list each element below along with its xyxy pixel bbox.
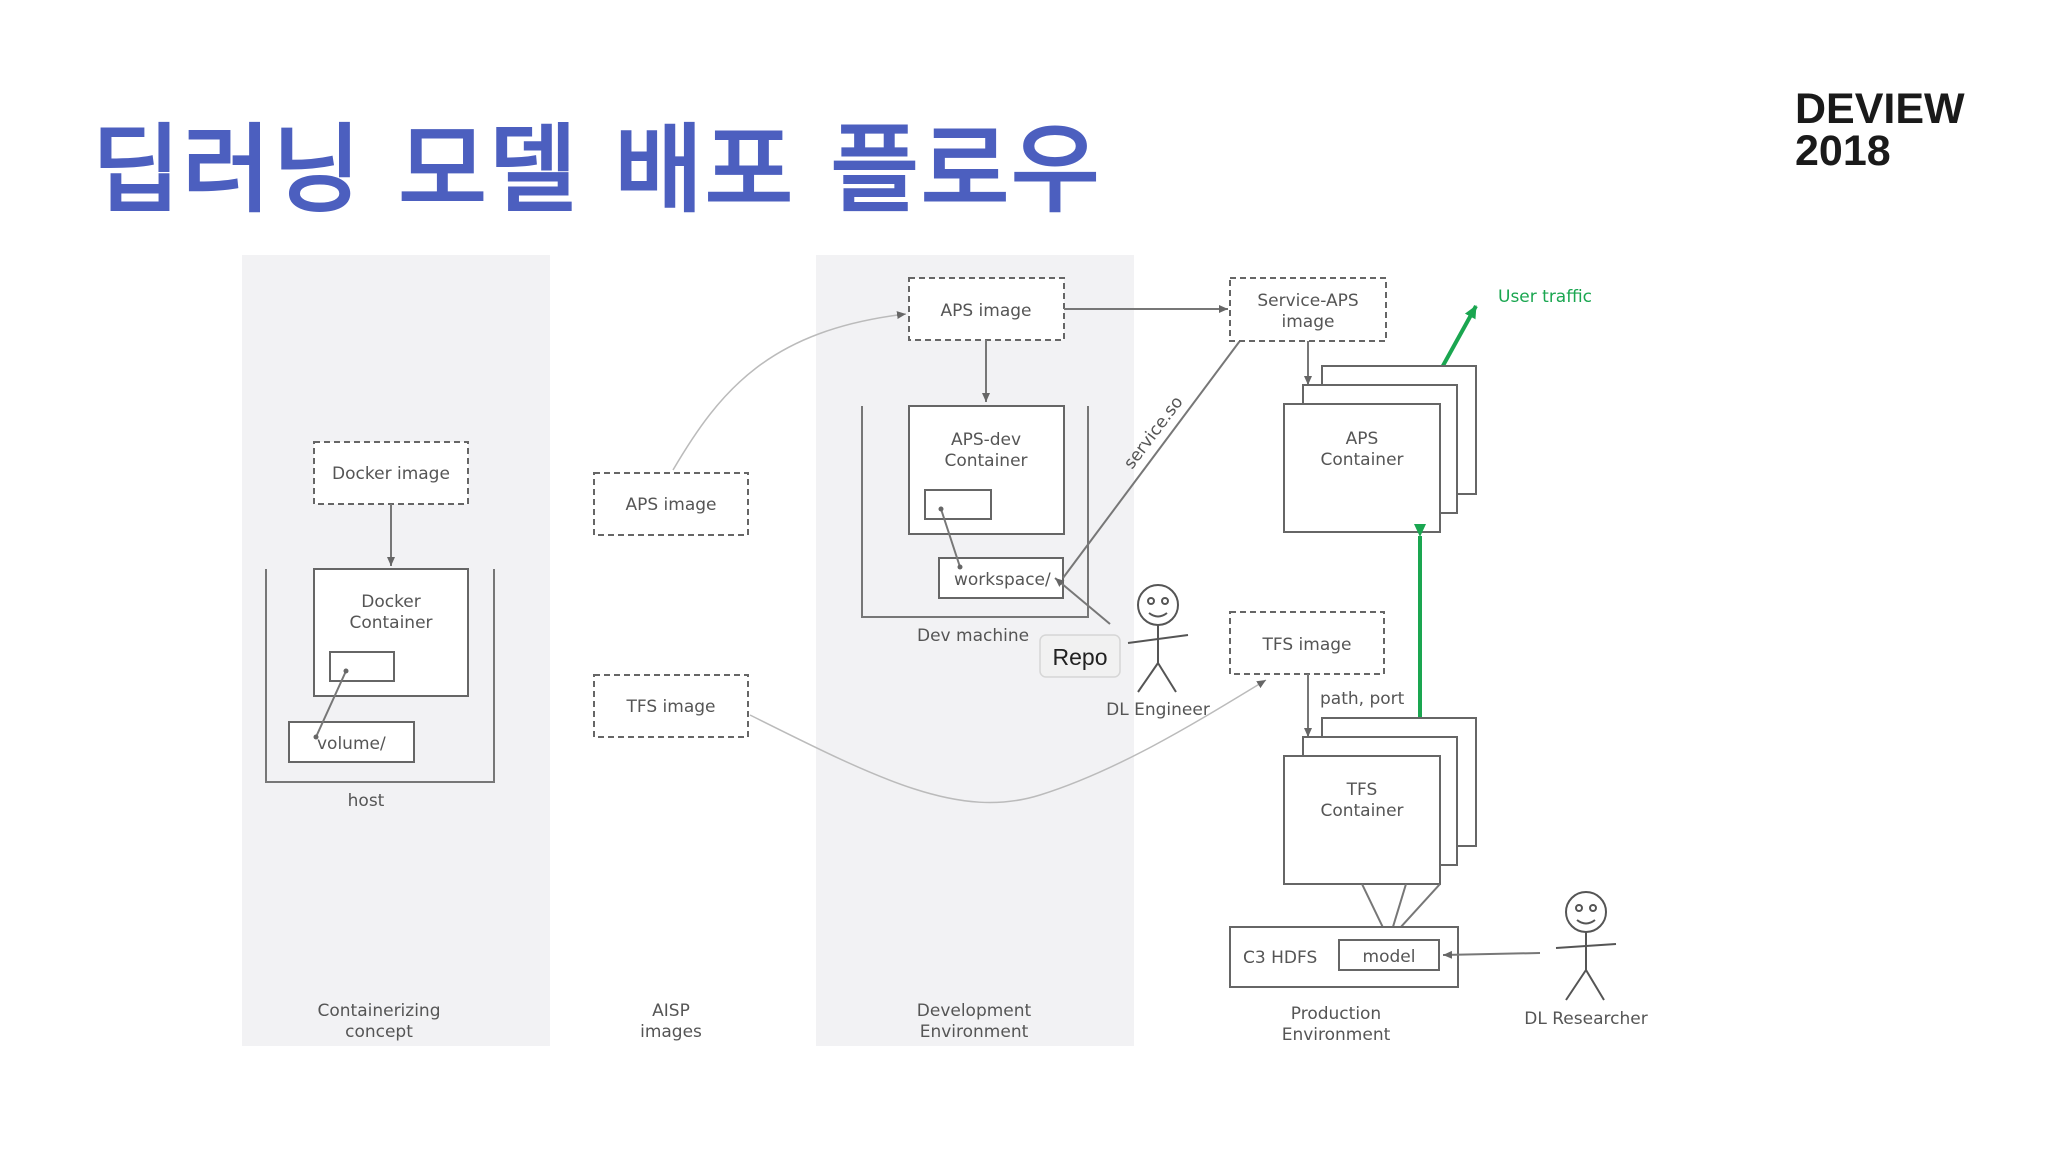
prod-tfs-image-label: TFS image [1261,635,1351,655]
dev-machine-frame [861,406,1089,618]
tfs-container-box [1283,755,1441,885]
panel-production-label-2: Environment [1282,1025,1391,1045]
aps-container-label: APS [1346,429,1379,449]
dl-engineer-icon [1127,584,1189,693]
dl-engineer-label: DL Engineer [1106,700,1210,720]
aps-container-box [1283,403,1441,533]
dev-machine-label: Dev machine [917,626,1029,646]
aisp-aps-image-box [593,472,749,536]
service-aps-image-label-2: image [1282,312,1335,332]
aps-image-pull-curve [672,311,907,471]
aisp-aps-image-label: APS image [625,495,716,515]
volume-label: volume/ [317,734,386,754]
path-port-label: path, port [1320,689,1405,709]
user-traffic-label: User traffic [1498,287,1592,307]
aisp-tfs-image-label: TFS image [625,697,715,717]
aisp-tfs-image-box [593,674,749,738]
aps-dev-container-label-2: Container [944,451,1027,471]
tfs-image-pull-curve [749,679,1267,804]
service-aps-image-label: Service-APS [1257,291,1358,311]
panel-containerizing-label: Containerizing [317,1001,440,1021]
deview-logo: DEVIEW 2018 [1795,85,1965,175]
docker-container-label: Docker [361,592,421,612]
panel-aisp-label-2: images [640,1022,702,1042]
model-box [1338,939,1440,971]
docker-image-label: Docker image [332,464,450,484]
slide-title: 딥러닝 모델 배포 플로우 [92,114,1102,226]
service-aps-image-box [1229,277,1387,342]
panel-containerizing-label-2: concept [345,1022,413,1042]
tfs-container-label: TFS [1346,780,1378,800]
aps-container-label-2: Container [1320,450,1403,470]
docker-container-label-2: Container [349,613,432,633]
tfs-container-label-2: Container [1320,801,1403,821]
model-label: model [1363,947,1416,967]
dl-researcher-icon [1555,891,1617,1001]
panel-development-label-2: Environment [920,1022,1029,1042]
host-frame [265,569,495,783]
logo-line-year: 2018 [1795,127,1891,175]
host-label: host [348,791,385,811]
docker-mount-box [329,651,395,682]
panel-development-label: Development [917,1001,1032,1021]
panel-aisp-label: AISP [652,1001,690,1021]
aps-dev-container-label: APS-dev [951,430,1021,450]
repo-label: Repo [1053,644,1108,670]
volume-box [288,721,415,763]
dev-aps-image-label: APS image [940,301,1031,321]
docker-image-box [313,441,469,505]
workspace-label: workspace/ [954,570,1051,590]
panel-production-label: Production [1291,1004,1381,1024]
dl-researcher-label: DL Researcher [1524,1009,1647,1029]
logo-line-deview: DEVIEW [1795,85,1965,133]
c3-hdfs-label: C3 HDFS [1243,948,1317,968]
repo-badge [1039,634,1121,678]
aps-dev-mount-box [924,489,992,520]
prod-tfs-image-box [1229,611,1385,675]
